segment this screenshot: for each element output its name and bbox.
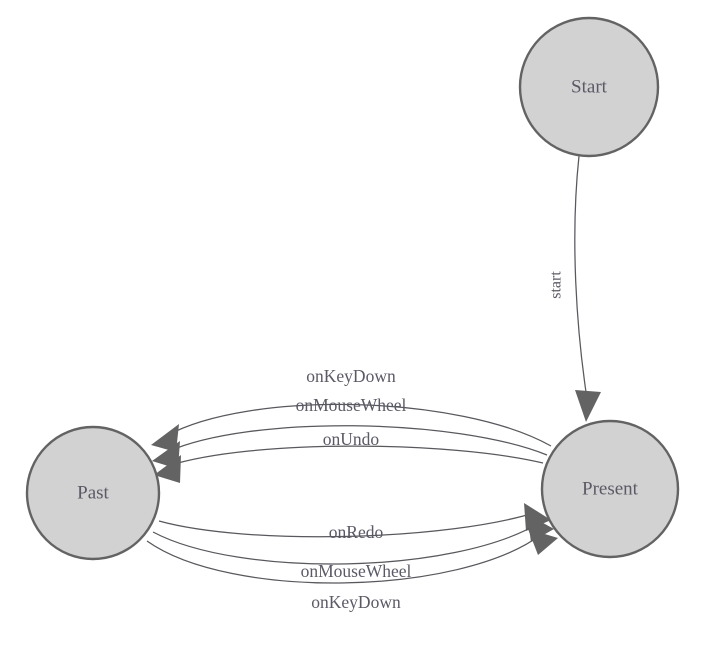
node-past-label: Past [77,482,109,503]
edge-present-to-past-onundo[interactable]: onUndo [154,429,544,483]
edge-past-to-present-onredo-path [158,511,538,538]
edge-label-start: start [548,271,565,299]
edge-present-to-past-onmousewheel-path [166,425,548,456]
node-present-label: Present [582,478,639,499]
edge-start-to-present-path [574,155,587,393]
edge-present-to-past-onundo-path [167,445,544,467]
node-present-circle [540,419,680,559]
edge-label-present-past-onmousewheel: onMouseWheel [296,395,407,415]
node-start[interactable]: Start [518,16,660,158]
edge-start-to-present[interactable]: start [548,155,601,422]
arrowhead-into-past-onundo [154,455,181,483]
edge-label-past-present-onmousewheel: onMouseWheel [301,561,412,581]
edge-past-to-present-onkeydown[interactable]: onKeyDown [146,529,558,612]
edge-past-to-present-onmousewheel-path [152,522,540,565]
node-past[interactable]: Past [25,425,161,561]
edge-label-past-present-onkeydown: onKeyDown [311,592,401,612]
arrowhead-into-present-from-start [575,390,601,422]
edge-label-present-past-onkeydown: onKeyDown [306,366,396,386]
edge-label-past-present-onredo: onRedo [329,522,384,542]
arrowhead-into-present-onkeydown [528,529,558,555]
edge-past-to-present-onredo[interactable]: onRedo [158,503,551,542]
edge-label-present-past-onundo: onUndo [323,429,380,449]
node-start-circle [518,16,660,158]
node-start-label: Start [571,76,608,97]
node-past-circle [25,425,161,561]
edge-past-to-present-onkeydown-path [146,533,543,584]
arrowhead-into-past-onkeydown [151,424,179,452]
edge-present-to-past-onkeydown-path [165,403,552,447]
node-present[interactable]: Present [540,419,680,559]
edge-present-to-past-onkeydown[interactable]: onKeyDown [151,366,552,452]
